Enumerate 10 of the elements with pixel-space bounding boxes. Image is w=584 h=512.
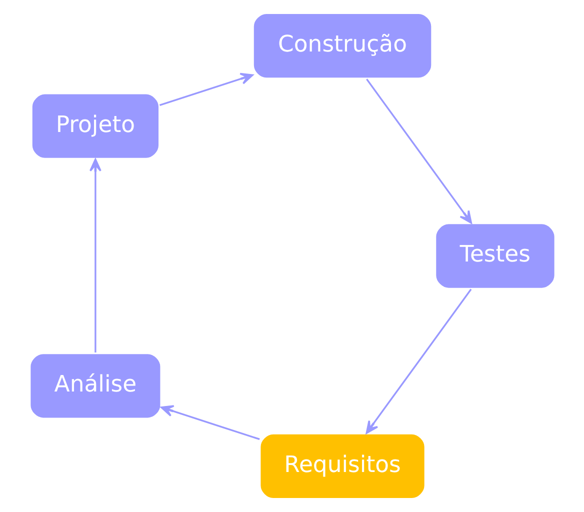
node-box: Requisitos: [258, 432, 426, 500]
arrow: [158, 72, 253, 106]
node-box: Análise: [28, 352, 162, 420]
arrow: [88, 158, 101, 352]
node-box: Projeto: [30, 92, 160, 160]
node-box: Construção: [251, 12, 433, 80]
node-box: Testes: [433, 222, 556, 290]
arrow: [366, 78, 472, 224]
arrow: [160, 405, 260, 440]
arrow: [365, 288, 472, 434]
